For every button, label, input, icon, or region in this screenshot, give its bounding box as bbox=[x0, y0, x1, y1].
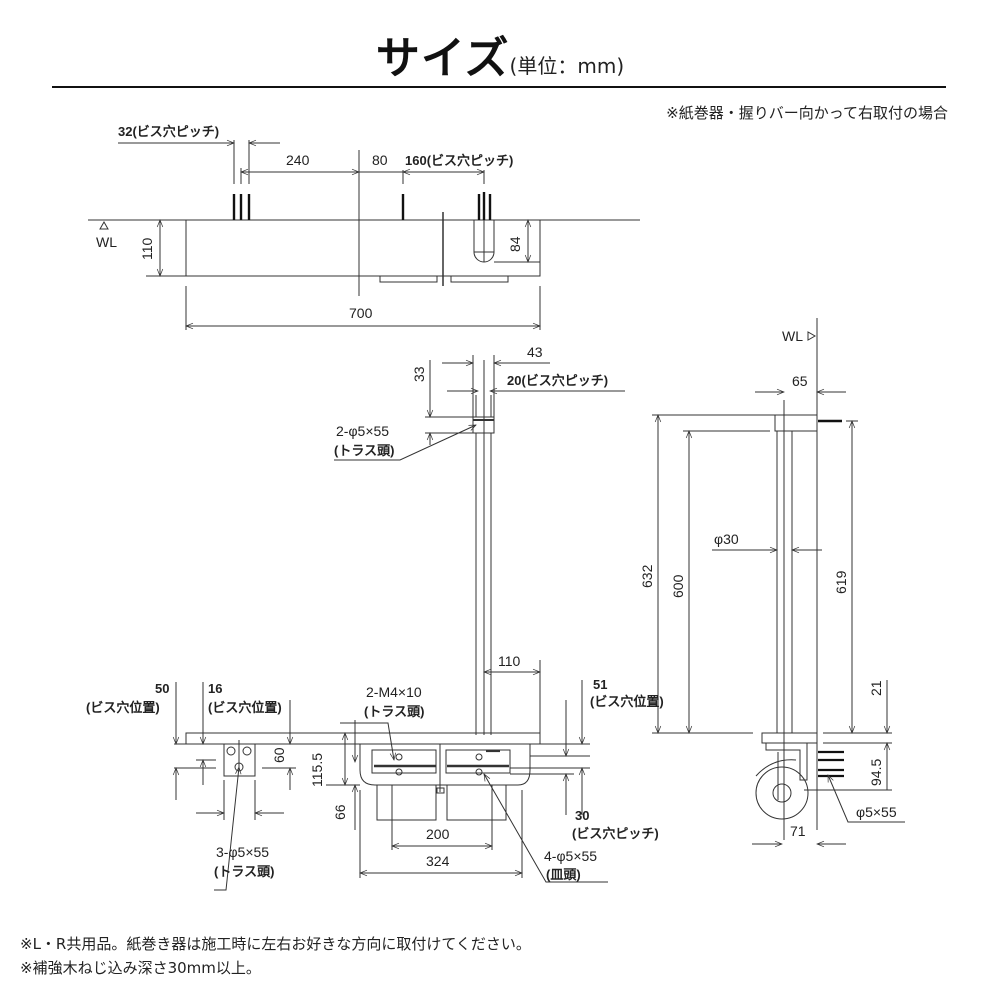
screw-left-spec: 3-φ5×55 bbox=[216, 844, 269, 860]
dim-324: 324 bbox=[426, 853, 450, 869]
dim-115-5: 115.5 bbox=[309, 753, 325, 787]
screw-right-spec: 4-φ5×55 bbox=[544, 848, 597, 864]
footer-note-1: ※L・R共用品。紙巻き器は施工時に左右お好きな方向に取付けてください。 bbox=[20, 935, 531, 953]
dim-30-note: (ビス穴ピッチ) bbox=[572, 826, 659, 841]
side-wl-label: WL bbox=[782, 328, 803, 344]
dim-60: 60 bbox=[271, 747, 287, 763]
screw-top-head: (トラス頭) bbox=[334, 443, 394, 458]
paper-roll-left bbox=[376, 784, 437, 821]
dim-50: 50 bbox=[155, 681, 169, 696]
screw-left-head: (トラス頭) bbox=[214, 864, 274, 879]
top-wl-label: WL bbox=[96, 234, 117, 250]
footer-notes: ※L・R共用品。紙巻き器は施工時に左右お好きな方向に取付けてください。 ※補強木… bbox=[20, 932, 531, 980]
side-view bbox=[652, 318, 905, 848]
top-view bbox=[88, 139, 640, 330]
footer-note-2: ※補強木ねじ込み深さ30mm以上。 bbox=[20, 959, 261, 977]
dim-16: 16 bbox=[208, 681, 222, 696]
dim-16-note: (ビス穴位置) bbox=[208, 700, 282, 715]
m4-spec: 2-M4×10 bbox=[366, 684, 422, 700]
mounting-note: ※紙巻器・握りバー向かって右取付の場合 bbox=[666, 104, 948, 122]
screw-right-head: (皿頭) bbox=[546, 867, 581, 882]
dim-30: 30 bbox=[575, 808, 589, 823]
dim-66: 66 bbox=[332, 804, 348, 820]
dim-632: 632 bbox=[639, 564, 655, 588]
wl-marker-icon bbox=[807, 331, 817, 341]
paper-roll-right bbox=[446, 784, 507, 821]
front-view bbox=[172, 355, 625, 891]
dim-65: 65 bbox=[792, 373, 808, 389]
dim-94-5: 94.5 bbox=[868, 759, 884, 786]
holder-outline-right bbox=[450, 275, 509, 283]
dim-20-pitch: 20(ビス穴ピッチ) bbox=[507, 373, 608, 388]
wl-marker-icon bbox=[99, 220, 109, 230]
title-unit: (単位：mm) bbox=[509, 54, 625, 78]
dim-200: 200 bbox=[426, 826, 450, 842]
paper-roll-side bbox=[755, 766, 809, 820]
m4-head: (トラス頭) bbox=[364, 704, 424, 719]
dim-33: 33 bbox=[411, 366, 427, 382]
dim-619: 619 bbox=[833, 570, 849, 594]
dim-110-bar: 110 bbox=[498, 653, 521, 669]
screw-icons bbox=[232, 192, 492, 220]
title-main: サイズ bbox=[375, 33, 510, 84]
dim-80: 80 bbox=[372, 152, 388, 168]
screw-top-spec: 2-φ5×55 bbox=[336, 423, 389, 439]
dim-50-note: (ビス穴位置) bbox=[86, 700, 160, 715]
grab-bar-bracket-side bbox=[774, 414, 818, 432]
dim-700: 700 bbox=[349, 305, 373, 321]
dim-110-top: 110 bbox=[139, 237, 155, 260]
dim-phi30: φ30 bbox=[714, 531, 739, 547]
dim-51: 51 bbox=[593, 677, 607, 692]
dim-84: 84 bbox=[507, 236, 523, 252]
dim-600: 600 bbox=[670, 574, 686, 598]
dim-51-note: (ビス穴位置) bbox=[590, 694, 664, 709]
shelf-front bbox=[185, 732, 541, 745]
dim-21: 21 bbox=[868, 680, 884, 696]
dim-160-pitch: 160(ビス穴ピッチ) bbox=[405, 153, 513, 168]
shelf-side bbox=[761, 732, 818, 744]
shelf-top-outline bbox=[185, 219, 541, 277]
dim-32-pitch: 32(ビス穴ピッチ) bbox=[118, 124, 219, 139]
dim-71: 71 bbox=[790, 823, 806, 839]
page-title: サイズ(単位：mm) bbox=[0, 22, 1000, 86]
title-divider bbox=[52, 86, 946, 88]
holder-outline-left bbox=[379, 275, 438, 283]
dim-43: 43 bbox=[527, 344, 543, 360]
dim-240: 240 bbox=[286, 152, 310, 168]
side-screw-spec: φ5×55 bbox=[856, 804, 897, 820]
